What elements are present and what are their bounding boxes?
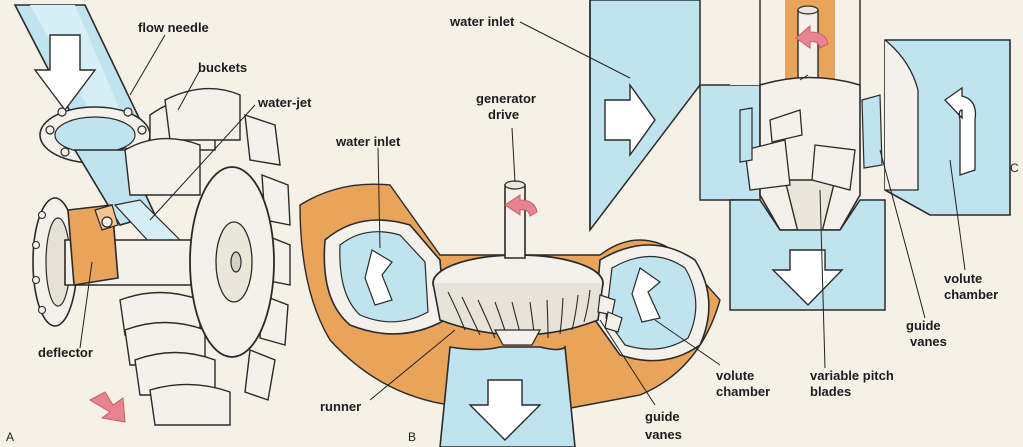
- label-water-jet: water-jet: [257, 95, 312, 110]
- label-c-guide-vanes-2: vanes: [910, 334, 947, 349]
- kaplan-rotation-arrow: [795, 24, 829, 49]
- kaplan-turbine-panel: [589, 0, 1011, 311]
- leader-lines: [79, 21, 966, 406]
- pitch-blades: [744, 109, 856, 191]
- water-flow-arrow: [33, 34, 97, 112]
- label-c-water-inlet: water inlet: [449, 14, 515, 29]
- label-c-volute-2: chamber: [944, 287, 998, 302]
- label-deflector: deflector: [38, 345, 93, 360]
- label-generator-drive-2: drive: [488, 107, 519, 122]
- wheel-buckets: [119, 87, 291, 426]
- label-buckets: buckets: [198, 60, 247, 75]
- panel-letter-b: B: [408, 430, 416, 444]
- label-b-guide-vanes-1: guide: [645, 409, 680, 424]
- label-b-water-inlet: water inlet: [335, 134, 401, 149]
- label-b-volute-1: volute: [716, 368, 754, 383]
- label-flow-needle: flow needle: [138, 20, 209, 35]
- label-b-volute-2: chamber: [716, 384, 770, 399]
- pelton-wheel-panel: [13, 4, 291, 426]
- label-b-guide-vanes-2: vanes: [645, 427, 682, 442]
- kaplan-guide-vanes: [739, 94, 883, 169]
- panel-letter-c: C: [1010, 161, 1019, 175]
- generator-shaft: [504, 184, 526, 259]
- label-runner: runner: [320, 399, 361, 414]
- panel-letter-a: A: [6, 430, 14, 444]
- label-generator-drive-1: generator: [476, 91, 536, 106]
- outflow-arrow: [88, 391, 126, 423]
- rotation-arrow: [504, 194, 538, 217]
- labels: flow needle buckets water-jet deflector …: [6, 14, 1019, 444]
- label-variable-pitch-2: blades: [810, 384, 851, 399]
- label-c-volute-1: volute: [944, 271, 982, 286]
- francis-turbine-panel: [299, 180, 721, 447]
- label-c-guide-vanes-1: guide: [906, 318, 941, 333]
- label-variable-pitch-1: variable pitch: [810, 368, 894, 383]
